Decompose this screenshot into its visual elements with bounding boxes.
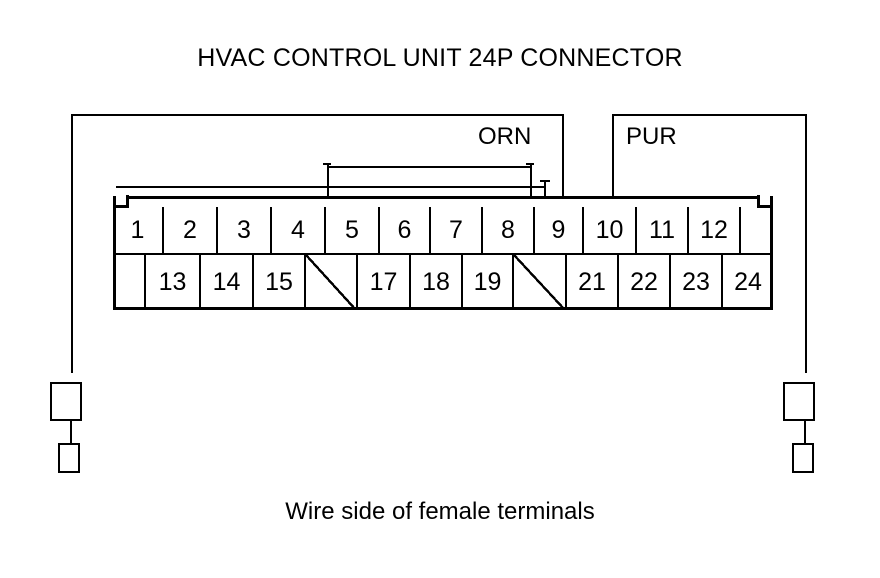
orn-leader-left-vertical xyxy=(71,114,73,373)
pin-cell-6: 6 xyxy=(380,207,431,255)
pin-cell-12: 12 xyxy=(689,207,741,255)
pur-leader-right-vertical xyxy=(805,114,807,373)
pin-cell-19: 19 xyxy=(463,255,514,310)
locking-tab-leg-right xyxy=(530,163,532,198)
pin-cell-unused xyxy=(306,255,358,310)
pin-cell-13: 13 xyxy=(146,255,201,310)
pin-cell-4: 4 xyxy=(272,207,326,255)
keying-notch-step-left xyxy=(116,205,129,208)
pin-cell-22: 22 xyxy=(619,255,671,310)
orn-leader-top-horizontal xyxy=(71,114,564,116)
pin-cell-9: 9 xyxy=(535,207,584,255)
locking-tab-cap-right xyxy=(526,163,534,165)
pin-cell-23: 23 xyxy=(671,255,723,310)
pin-cell-1: 1 xyxy=(113,207,164,255)
pur-leader-top-horizontal xyxy=(612,114,807,116)
pin-cell-10: 10 xyxy=(584,207,637,255)
pin-cell-3: 3 xyxy=(218,207,272,255)
pur-leader-left-vertical xyxy=(612,114,614,198)
locking-tab-leg-left xyxy=(327,163,329,198)
orn-branch-cap xyxy=(540,180,550,182)
locking-tab-bar xyxy=(327,166,532,168)
orn-wire-label: ORN xyxy=(478,123,532,150)
locking-tab-cap-left xyxy=(323,163,331,165)
pin-cell-empty xyxy=(113,255,146,310)
keying-notch-left xyxy=(116,195,128,207)
pin-cell-21: 21 xyxy=(567,255,619,310)
terminal-left-connector xyxy=(70,421,72,444)
orn-branch-vertical xyxy=(544,180,546,198)
pin-cell-8: 8 xyxy=(483,207,535,255)
orn-leader-right-vertical xyxy=(562,114,564,198)
diagram-title: HVAC CONTROL UNIT 24P CONNECTOR xyxy=(197,44,683,72)
terminal-left-body xyxy=(50,382,82,421)
pin-cell-2: 2 xyxy=(164,207,218,255)
pin-cell-5: 5 xyxy=(326,207,380,255)
terminal-right-connector xyxy=(804,421,806,444)
pin-cell-unused xyxy=(514,255,567,310)
keying-notch-riser-left xyxy=(126,195,129,207)
pin-cell-11: 11 xyxy=(637,207,689,255)
keying-notch-step-right xyxy=(757,205,770,208)
keying-notch-riser-right xyxy=(757,195,760,207)
pin-cell-24: 24 xyxy=(734,268,762,296)
pin-cell-empty xyxy=(741,207,773,255)
terminal-right-tip xyxy=(792,443,814,473)
pin-cell-17: 17 xyxy=(358,255,411,310)
pin-cell-18: 18 xyxy=(411,255,463,310)
pin-cell-14: 14 xyxy=(201,255,254,310)
terminal-left-tip xyxy=(58,443,80,473)
keying-notch-right xyxy=(758,195,770,207)
pin-cell-7: 7 xyxy=(431,207,483,255)
diagram-caption: Wire side of female terminals xyxy=(285,498,595,525)
pin-cell-15: 15 xyxy=(254,255,306,310)
orn-branch-horizontal xyxy=(116,186,546,188)
pur-wire-label: PUR xyxy=(626,123,677,150)
terminal-right-body xyxy=(783,382,815,421)
